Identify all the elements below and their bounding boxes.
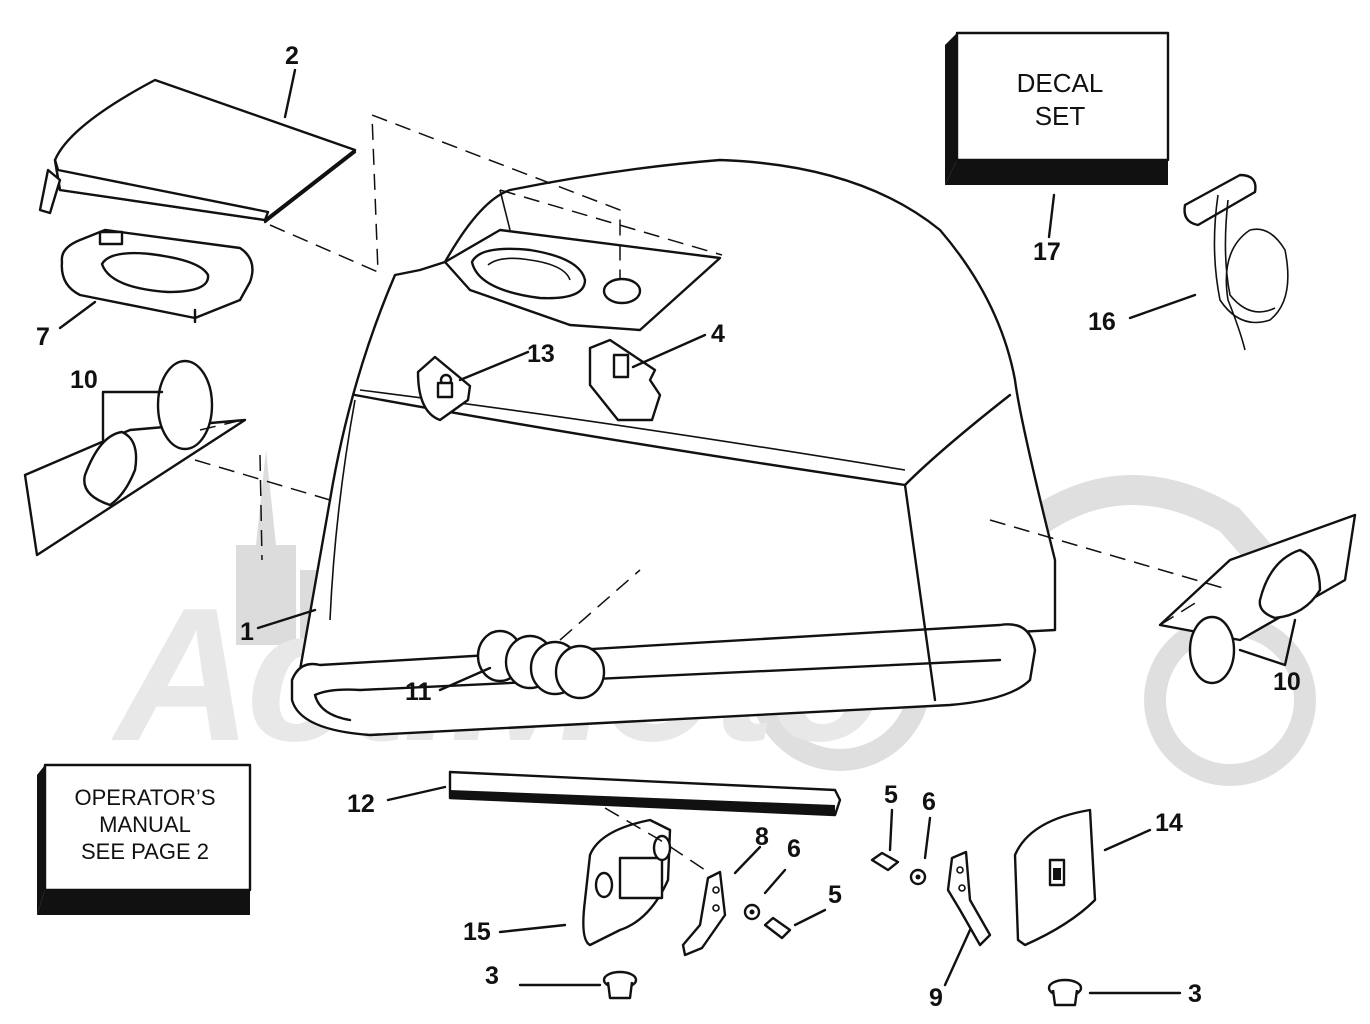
callout-3-right: 3 bbox=[1188, 980, 1202, 1008]
manual-line2: MANUAL bbox=[99, 812, 191, 837]
part-5-screw-right bbox=[870, 851, 900, 872]
part-13-bracket bbox=[416, 355, 472, 422]
decal-set-box: DECAL SET bbox=[945, 31, 1170, 185]
callout-16: 16 bbox=[1088, 308, 1116, 336]
callout-17: 17 bbox=[1033, 238, 1061, 266]
callout-2: 2 bbox=[285, 42, 299, 70]
part-16-cable-assembly bbox=[1183, 173, 1289, 351]
part-5-screw-left bbox=[763, 916, 792, 940]
decal-set-line1: DECAL bbox=[1017, 68, 1104, 98]
callout-12: 12 bbox=[347, 790, 375, 818]
decal-set-line2: SET bbox=[1035, 101, 1086, 131]
part-8-bracket bbox=[681, 870, 727, 957]
callout-8: 8 bbox=[755, 823, 769, 851]
callout-10-right: 10 bbox=[1273, 668, 1301, 696]
part-2-top-cover bbox=[38, 78, 357, 224]
part-14-cover-plate bbox=[1013, 808, 1097, 947]
manual-line1: OPERATOR’S bbox=[75, 785, 216, 810]
part-10-left-decal bbox=[23, 359, 247, 557]
callout-3-left: 3 bbox=[485, 962, 499, 990]
part-9-bracket bbox=[946, 850, 992, 947]
part-10-right-decal bbox=[1158, 513, 1357, 685]
leader-lines bbox=[58, 68, 1297, 995]
callout-7: 7 bbox=[36, 323, 50, 351]
part-7-seal bbox=[60, 228, 254, 324]
part-3-grommet-right bbox=[1047, 978, 1083, 1007]
operators-manual-box: OPERATOR’S MANUAL SEE PAGE 2 bbox=[37, 763, 252, 915]
part-4-bracket bbox=[588, 338, 662, 422]
callout-11: 11 bbox=[405, 678, 432, 706]
callout-13: 13 bbox=[527, 340, 555, 368]
part-1-engine-cover bbox=[290, 158, 1057, 737]
assembly-guide-lines bbox=[194, 113, 1231, 871]
callout-14: 14 bbox=[1155, 809, 1183, 837]
manual-line3: SEE PAGE 2 bbox=[81, 839, 209, 864]
part-12-trim-strip bbox=[448, 770, 842, 817]
callout-numbers: 2 7 10 1 11 13 4 17 16 10 12 15 8 6 5 5 … bbox=[36, 42, 1301, 1012]
callout-10-left: 10 bbox=[70, 366, 98, 394]
part-3-grommet-left bbox=[602, 970, 638, 1000]
part-15-latch bbox=[582, 818, 672, 947]
callout-15: 15 bbox=[463, 918, 491, 946]
callout-4: 4 bbox=[711, 320, 725, 348]
part-6-washer-left bbox=[743, 903, 761, 921]
callout-5-left: 5 bbox=[828, 881, 842, 909]
callout-6-right: 6 bbox=[922, 788, 936, 816]
part-6-washer-right bbox=[909, 868, 927, 886]
callout-1: 1 bbox=[240, 618, 254, 646]
callout-5-right: 5 bbox=[884, 781, 898, 809]
callout-6-left: 6 bbox=[787, 835, 801, 863]
callout-9: 9 bbox=[929, 984, 943, 1012]
